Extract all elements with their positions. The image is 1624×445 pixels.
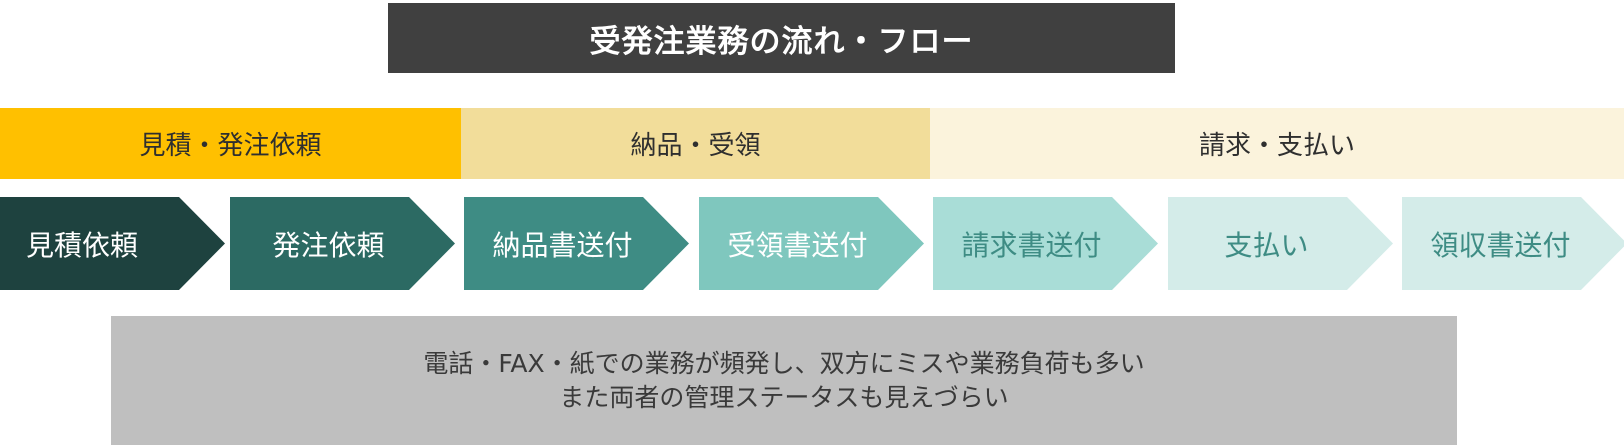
- issue-note-line: 電話・FAX・紙での業務が頻発し、双方にミスや業務負荷も多い: [423, 348, 1145, 378]
- step-label: 納品書送付: [492, 228, 633, 262]
- step-label: 見積依頼: [26, 228, 139, 262]
- step-receipt-note: 受領書送付: [699, 197, 924, 290]
- step-invoice: 請求書送付: [933, 197, 1158, 290]
- phase-label: 請求・支払い: [1198, 131, 1355, 161]
- step-quote-request: 見積依頼: [0, 197, 225, 290]
- step-label: 受領書送付: [727, 228, 868, 262]
- step-payment: 支払い: [1168, 197, 1393, 290]
- step-label: 発注依頼: [272, 228, 385, 262]
- phase-label: 納品・受領: [630, 131, 761, 161]
- phase-delivery-receipt: 納品・受領: [461, 108, 930, 179]
- step-label: 請求書送付: [961, 228, 1102, 262]
- step-delivery-note: 納品書送付: [464, 197, 689, 290]
- step-label: 領収書送付: [1430, 228, 1571, 262]
- issue-note-line: また両者の管理ステータスも見えづらい: [559, 382, 1009, 412]
- phase-quote-order: 見積・発注依頼: [0, 108, 461, 179]
- step-receipt: 領収書送付: [1402, 197, 1624, 290]
- phase-billing-payment: 請求・支払い: [930, 108, 1624, 179]
- issue-note: 電話・FAX・紙での業務が頻発し、双方にミスや業務負荷も多い また両者の管理ステ…: [111, 316, 1457, 445]
- phase-label: 見積・発注依頼: [139, 131, 322, 161]
- step-label: 支払い: [1224, 228, 1309, 262]
- step-order-request: 発注依頼: [230, 197, 455, 290]
- diagram-title: 受発注業務の流れ・フロー: [388, 3, 1175, 73]
